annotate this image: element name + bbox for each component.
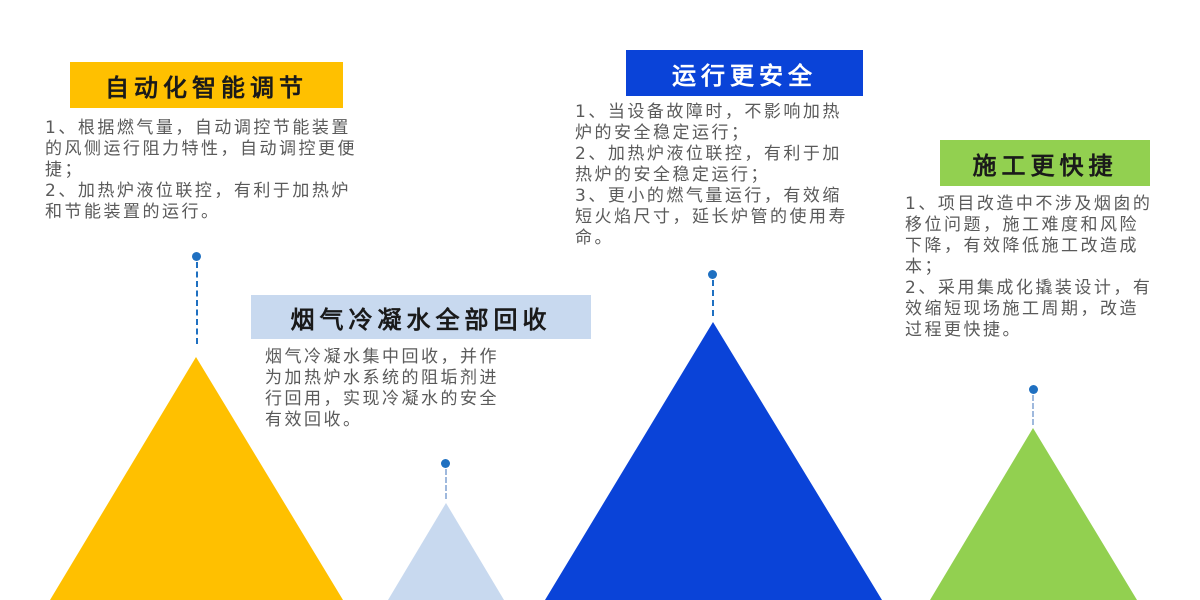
section-title-condensate: 烟气冷凝水全部回收 [251, 295, 591, 339]
section-body-automation: 1、根据燃气量，自动调控节能装置 的风侧运行阻力特性，自动调控更便 捷； 2、加… [45, 118, 357, 222]
connector-dot [708, 270, 717, 279]
section-body-condensate: 烟气冷凝水集中回收，并作 为加热炉水系统的阻垢剂进 行回用，实现冷凝水的安全 有… [265, 347, 499, 430]
section-body-safety: 1、当设备故障时，不影响加热 炉的安全稳定运行； 2、加热炉液位联控，有利于加 … [575, 102, 848, 248]
connector-dash [445, 469, 447, 499]
connector-dash [196, 262, 198, 344]
connector-dot [1029, 385, 1038, 394]
green-triangle [930, 428, 1137, 600]
lightblue-triangle [388, 503, 504, 600]
section-title-safety: 运行更安全 [626, 50, 863, 96]
connector-dash [712, 280, 714, 316]
section-title-construction: 施工更快捷 [940, 140, 1150, 186]
section-title-automation: 自动化智能调节 [70, 62, 343, 108]
yellow-triangle [50, 357, 343, 600]
section-body-construction: 1、项目改造中不涉及烟囱的 移位问题，施工难度和风险 下降，有效降低施工改造成 … [905, 194, 1153, 340]
connector-dot [192, 252, 201, 261]
blue-triangle [545, 322, 882, 600]
connector-dot [441, 459, 450, 468]
connector-dash [1032, 395, 1034, 425]
